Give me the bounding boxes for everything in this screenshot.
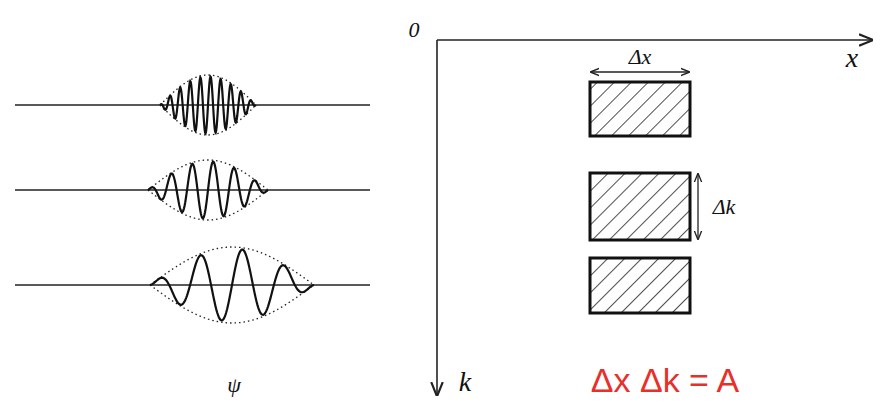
dimension-arrow [697,174,698,239]
wavefunction-label: ψ [227,374,241,396]
baseline [15,189,370,191]
envelope [160,75,256,135]
envelope [148,160,268,220]
phase-cell [590,258,690,313]
dimension-label: Δx [629,46,652,68]
envelope [150,247,314,323]
wave-packet [150,250,314,321]
phase-cell [590,173,690,240]
origin-label: 0 [409,19,420,41]
axis-label: k [459,368,471,396]
k-axis [436,40,438,395]
uncertainty-relation: Δx Δk = A [591,363,739,397]
baseline [15,284,370,286]
x-axis [437,39,872,41]
phase-cell [590,82,690,136]
dimension-arrow [591,71,689,72]
wave-packet [160,77,256,134]
axis-label: x [846,44,858,72]
dimension-label: Δk [713,196,736,218]
wave-packet [148,162,268,218]
